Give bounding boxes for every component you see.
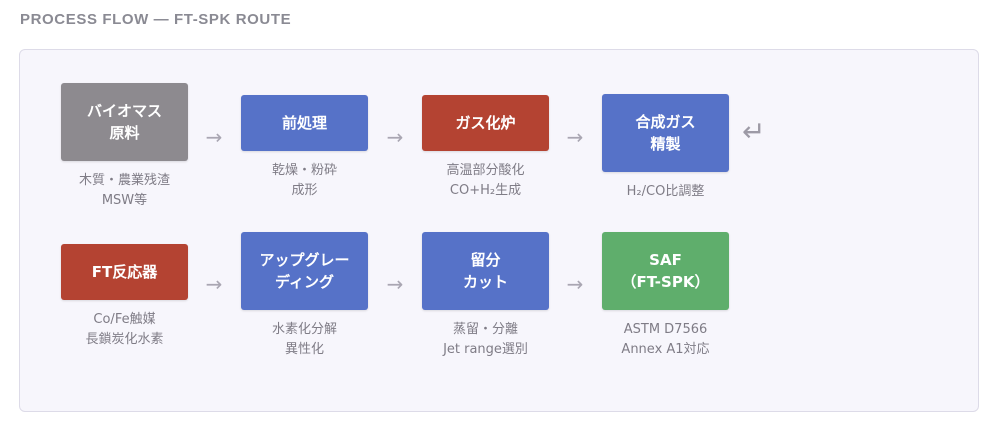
flow-arrow: → <box>386 272 404 296</box>
description-line: 長鎖炭化水素 <box>85 332 164 347</box>
flow-arrow: → <box>566 125 584 149</box>
step-description: 乾燥・粉砕 成形 <box>241 161 368 201</box>
description-line: CO+H₂生成 <box>449 183 522 198</box>
description-line: 高温部分酸化 <box>446 163 525 178</box>
page-title: PROCESS FLOW — FT-SPK ROUTE <box>20 11 292 28</box>
flow-arrow: → <box>205 272 223 296</box>
step-gasifier: ガス化炉 高温部分酸化 CO+H₂生成 <box>422 95 549 201</box>
step-description: 水素化分解 異性化 <box>241 320 368 360</box>
flow-panel: バイオマス 原料 木質・農業残渣 MSW等 → 前処理 乾燥・粉砕 成形 → ガ… <box>19 49 979 412</box>
description-line: MSW等 <box>101 193 148 208</box>
step-box: 留分 カット <box>422 232 549 310</box>
step-saf-product: SAF （FT-SPK） ASTM D7566 Annex A1対応 <box>602 232 729 360</box>
description-line: Jet range選別 <box>443 342 528 357</box>
description-line: H₂/CO比調整 <box>626 184 705 199</box>
description-line: 水素化分解 <box>271 322 337 337</box>
step-description: 木質・農業残渣 MSW等 <box>61 171 188 211</box>
description-line: 木質・農業残渣 <box>78 173 170 188</box>
step-description: 蒸留・分離 Jet range選別 <box>422 320 549 360</box>
step-upgrading: アップグレー ディング 水素化分解 異性化 <box>241 232 368 360</box>
description-line: 乾燥・粉砕 <box>271 163 337 178</box>
step-box: バイオマス 原料 <box>61 83 188 161</box>
step-description: ASTM D7566 Annex A1対応 <box>602 320 729 360</box>
step-box: FT反応器 <box>61 244 188 300</box>
step-box: 合成ガス 精製 <box>602 94 729 172</box>
description-line: Annex A1対応 <box>621 342 710 357</box>
flow-arrow: → <box>205 125 223 149</box>
step-syngas-cleanup: 合成ガス 精製 H₂/CO比調整 <box>602 94 729 202</box>
return-arrow-icon: ↵ <box>742 115 766 148</box>
step-pretreatment: 前処理 乾燥・粉砕 成形 <box>241 95 368 201</box>
step-fraction-cut: 留分 カット 蒸留・分離 Jet range選別 <box>422 232 549 360</box>
description-line: Co/Fe触媒 <box>93 312 156 327</box>
step-box: ガス化炉 <box>422 95 549 151</box>
description-line: 成形 <box>291 183 318 198</box>
step-ft-reactor: FT反応器 Co/Fe触媒 長鎖炭化水素 <box>61 244 188 350</box>
step-description: 高温部分酸化 CO+H₂生成 <box>422 161 549 201</box>
step-box: SAF （FT-SPK） <box>602 232 729 310</box>
step-box: アップグレー ディング <box>241 232 368 310</box>
description-line: 異性化 <box>284 342 324 357</box>
step-biomass-feedstock: バイオマス 原料 木質・農業残渣 MSW等 <box>61 83 188 211</box>
step-description: Co/Fe触媒 長鎖炭化水素 <box>61 310 188 350</box>
description-line: 蒸留・分離 <box>452 322 518 337</box>
flow-arrow: → <box>386 125 404 149</box>
description-line: ASTM D7566 <box>623 322 708 337</box>
step-description: H₂/CO比調整 <box>602 182 729 202</box>
flow-arrow: → <box>566 272 584 296</box>
step-box: 前処理 <box>241 95 368 151</box>
